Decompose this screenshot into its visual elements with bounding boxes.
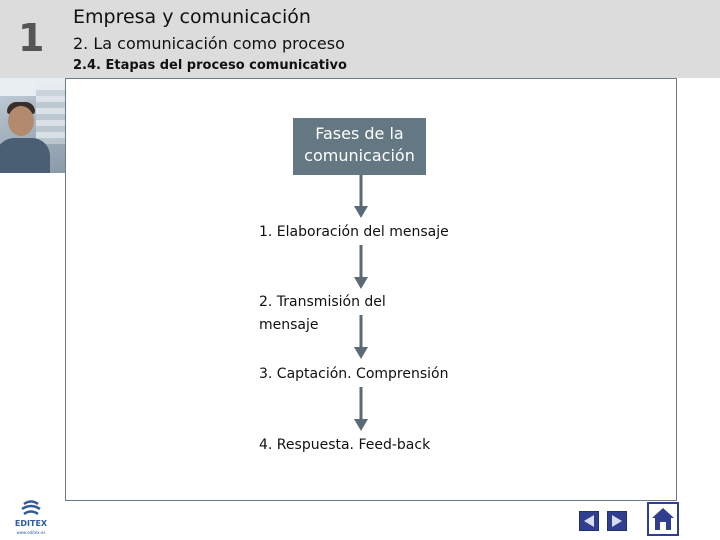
phases-box-line1: Fases de la bbox=[315, 124, 404, 143]
down-arrow-icon bbox=[354, 245, 368, 289]
step-2-continued: mensaje bbox=[259, 314, 479, 336]
down-arrow-icon bbox=[354, 175, 368, 218]
phases-box-line2: comunicación bbox=[304, 146, 415, 165]
down-arrow-icon bbox=[354, 315, 368, 359]
step-1: 1. Elaboración del mensaje bbox=[259, 221, 479, 243]
down-arrow-icon bbox=[354, 387, 368, 431]
chapter-number: 1 bbox=[18, 16, 45, 60]
step-text: Respuesta. Feed-back bbox=[272, 437, 431, 453]
next-button[interactable] bbox=[607, 511, 627, 531]
photo-body bbox=[0, 138, 50, 173]
step-number: 4. bbox=[259, 437, 273, 453]
logo-text: EDITEX bbox=[15, 519, 48, 528]
step-text: Transmisión del bbox=[272, 294, 386, 310]
header-photo bbox=[0, 78, 66, 173]
step-2: 2. Transmisión del bbox=[259, 291, 479, 313]
previous-arrow-icon bbox=[584, 515, 594, 527]
previous-button[interactable] bbox=[579, 511, 599, 531]
step-number: 1. bbox=[259, 224, 273, 240]
step-text: Captación. Comprensión bbox=[272, 366, 449, 382]
step-number: 3. bbox=[259, 366, 273, 382]
section-title: 2.4. Etapas del proceso comunicativo bbox=[73, 58, 347, 73]
page-subtitle: 2. La comunicación como proceso bbox=[73, 34, 345, 53]
step-3: 3. Captación. Comprensión bbox=[259, 363, 479, 385]
home-button[interactable] bbox=[647, 502, 679, 536]
page-title: Empresa y comunicación bbox=[73, 6, 311, 28]
next-arrow-icon bbox=[612, 515, 622, 527]
photo-head bbox=[8, 106, 34, 136]
step-text: mensaje bbox=[259, 317, 319, 333]
step-number: 2. bbox=[259, 294, 273, 310]
home-icon bbox=[652, 508, 674, 530]
step-text: Elaboración del mensaje bbox=[272, 224, 449, 240]
editex-logo: EDITEX www.editex.es bbox=[15, 500, 48, 535]
header-bar: 1 Empresa y comunicación 2. La comunicac… bbox=[0, 0, 720, 78]
step-4: 4. Respuesta. Feed-back bbox=[259, 434, 479, 456]
logo-url: www.editex.es bbox=[17, 530, 46, 535]
photo-shelf bbox=[36, 84, 66, 144]
phases-box: Fases de la comunicación bbox=[293, 118, 426, 175]
